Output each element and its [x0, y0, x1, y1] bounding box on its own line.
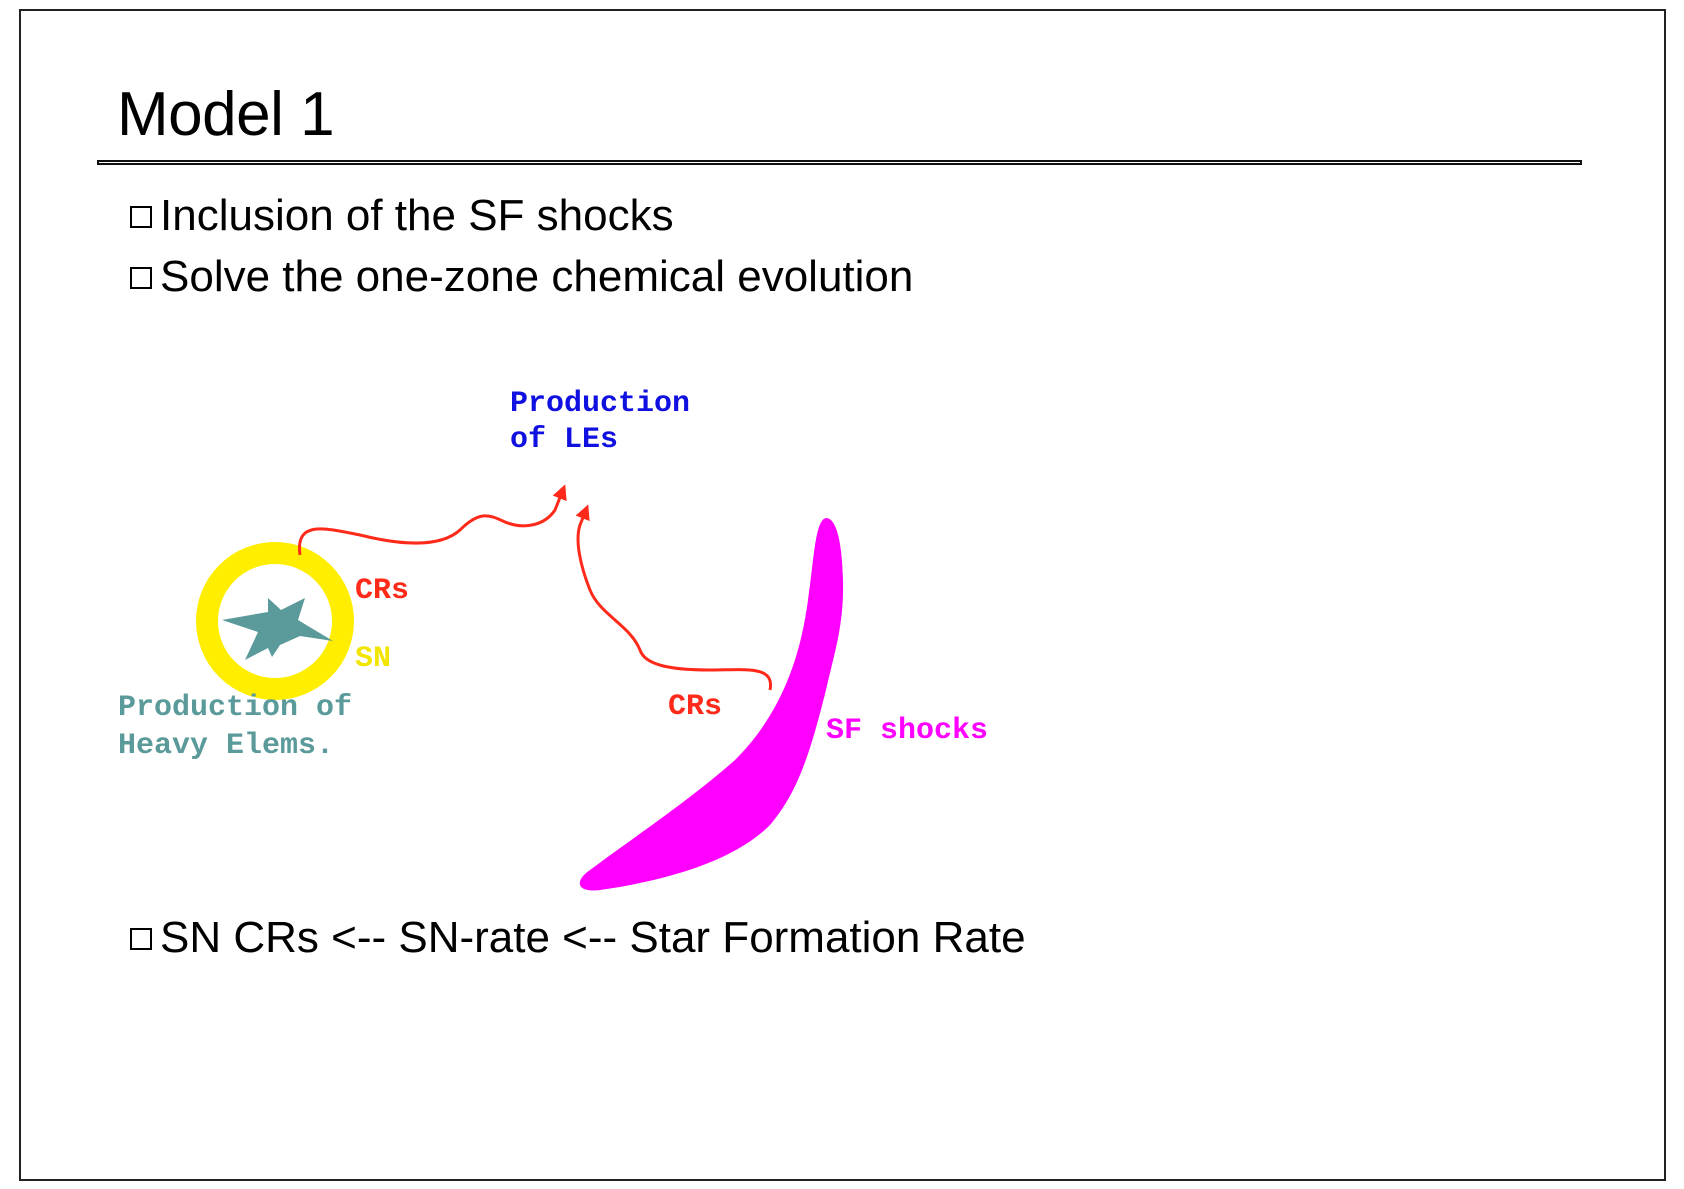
bullet-box-icon	[130, 206, 152, 228]
crs-label-lower: CRs	[668, 690, 722, 724]
crs-label-upper: CRs	[355, 574, 409, 608]
title-underline	[97, 160, 1582, 165]
sf-shocks-shape	[579, 518, 844, 891]
sf-shocks-label: SF shocks	[826, 714, 988, 748]
bullet-one-zone: Solve the one-zone chemical evolution	[130, 255, 913, 299]
production-les-line2: of LEs	[510, 423, 618, 457]
bullet-box-icon	[130, 267, 152, 289]
production-les-line1: Production	[510, 387, 690, 421]
bullet-box-icon	[130, 928, 152, 950]
bullet-text: Solve the one-zone chemical evolution	[160, 252, 914, 301]
bullet-text: SN CRs <-- SN-rate <-- Star Formation Ra…	[160, 913, 1026, 962]
sn-star-icon	[222, 598, 333, 660]
cr-arrow-sf	[575, 504, 772, 691]
sn-ring	[196, 542, 354, 700]
sn-label: SN	[355, 642, 391, 676]
bullet-sf-shocks: Inclusion of the SF shocks	[130, 194, 674, 238]
heavy-elems-line2: Heavy Elems.	[118, 729, 334, 763]
heavy-elems-line1: Production of	[118, 691, 352, 725]
slide-title: Model 1	[117, 80, 335, 149]
bullet-text: Inclusion of the SF shocks	[160, 191, 674, 240]
cr-arrow-sn	[297, 484, 567, 556]
bullet-sn-crs: SN CRs <-- SN-rate <-- Star Formation Ra…	[130, 916, 1026, 960]
